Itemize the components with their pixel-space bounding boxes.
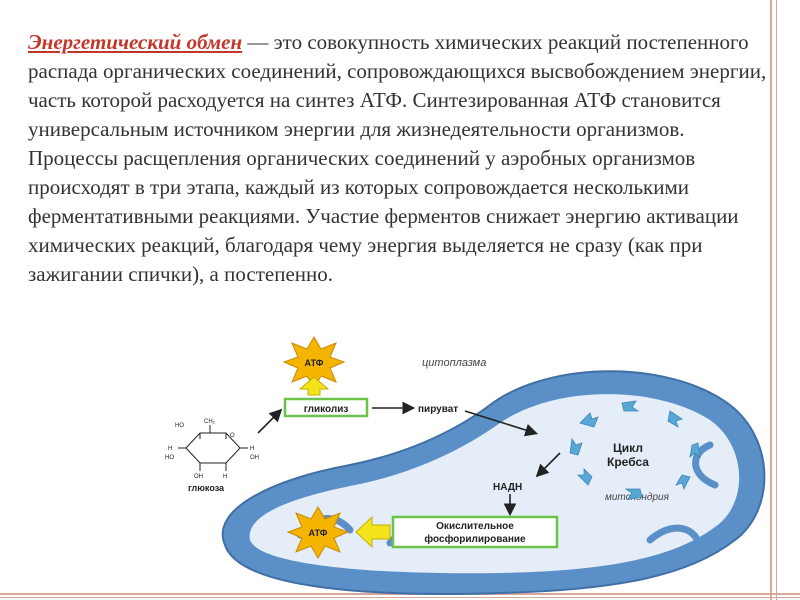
glycolysis-box: гликолиз — [283, 397, 369, 418]
definition-paragraph: Энергетический обмен — это совокупность … — [28, 28, 778, 144]
pyruvate-to-krebs-arrow — [464, 410, 539, 437]
term-energy-metabolism: Энергетический обмен — [28, 30, 243, 54]
energy-metabolism-diagram: цитоплазма митохондрия АТФ гликолиз пиру… — [165, 336, 766, 595]
frame-border-right — [770, 0, 772, 600]
glucose-label: глюкоза — [188, 483, 225, 493]
oxidative-phosphorylation-box: Окислительное фосфорилирование — [391, 515, 559, 549]
oxphos-to-atp-arrow — [355, 515, 391, 549]
frame-border-bottom-thin — [0, 597, 800, 598]
oxphos-label-line2: фосфорилирование — [424, 533, 526, 545]
glucose-h-left: H — [168, 446, 172, 452]
glucose-ho-left: HO — [165, 455, 174, 461]
main-text: Энергетический обмен — это совокупность … — [28, 28, 778, 289]
cytoplasm-label: цитоплазма — [422, 357, 486, 369]
glucose-o: O — [230, 433, 235, 439]
oxphos-label-line1: Окислительное — [436, 521, 514, 532]
glucose-oh-bottom: OH — [194, 474, 203, 480]
krebs-label-line1: Цикл — [613, 441, 643, 455]
glucose-h-right: H — [250, 446, 254, 452]
glucose-ho-top: HO — [175, 423, 184, 429]
atp-top-label: АТФ — [305, 358, 324, 368]
glucose-h-bottom: H — [223, 474, 227, 480]
glycolysis-label: гликолиз — [304, 404, 349, 415]
krebs-cycle: Цикл Кребса — [569, 400, 701, 500]
atp-star-bottom: АТФ — [286, 506, 350, 559]
glycolysis-to-atp-arrow — [298, 376, 330, 396]
krebs-cycle-arrows — [569, 400, 701, 500]
glucose-ch2: CH₂ — [204, 419, 216, 425]
stages-paragraph: Процессы расщепления органических соедин… — [28, 146, 739, 286]
glucose-oh-right: OH — [250, 455, 259, 461]
glucose-to-glycolysis-arrow — [257, 408, 283, 434]
glucose-atoms: HO CH₂ O H OH H HO OH H — [165, 419, 259, 480]
frame-border-right-thin — [776, 0, 777, 600]
glucose-molecule — [178, 425, 248, 471]
krebs-label-line2: Кребса — [607, 455, 649, 469]
krebs-to-nadh-arrow — [535, 452, 561, 478]
pyruvate-label: пируват — [418, 404, 458, 415]
nadh-label: НАДН — [493, 482, 522, 493]
atp-bottom-label: АТФ — [309, 528, 328, 538]
definition-text: — это совокупность химических реакций по… — [28, 30, 767, 141]
